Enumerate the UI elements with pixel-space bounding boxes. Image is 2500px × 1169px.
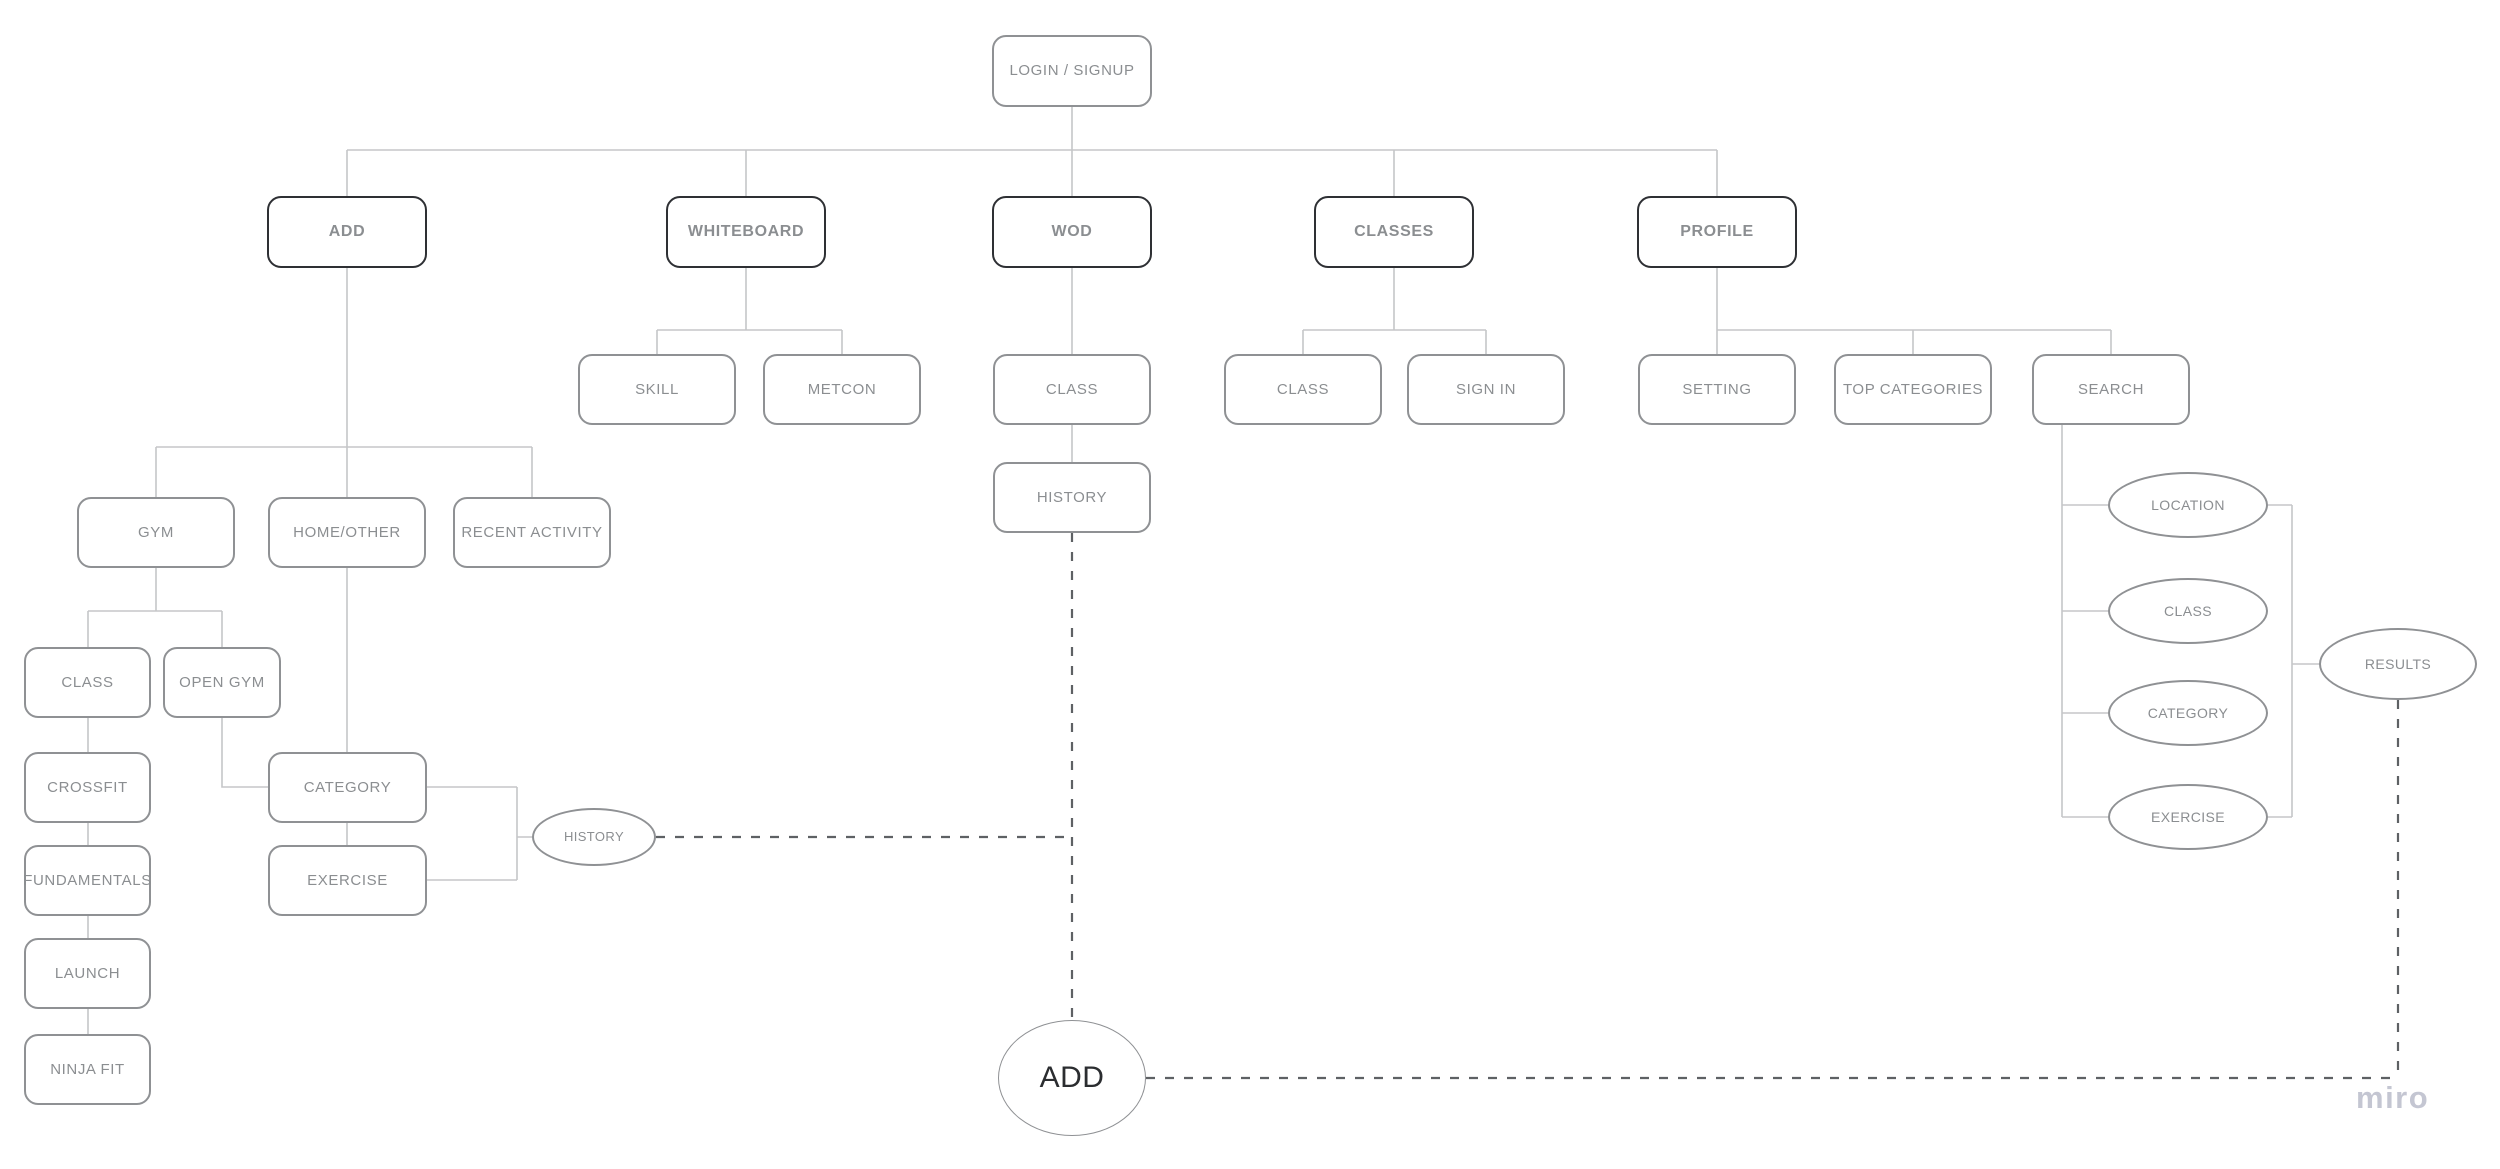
node-setting-label: SETTING (1682, 380, 1752, 398)
node-wod-history-label: HISTORY (1036, 488, 1108, 506)
node-skill[interactable]: SKILL (578, 354, 736, 425)
node-home-other[interactable]: HOME/OTHER (268, 497, 426, 568)
node-search-location[interactable]: LOCATION (2108, 472, 2268, 538)
node-top-categories[interactable]: TOP CATEGORIES (1834, 354, 1992, 425)
node-history-ellipse[interactable]: HISTORY (532, 808, 656, 866)
node-home-other-label: HOME/OTHER (293, 523, 401, 541)
node-classes-class[interactable]: CLASS (1224, 354, 1382, 425)
node-results[interactable]: RESULTS (2319, 628, 2477, 700)
node-classes[interactable]: CLASSES (1314, 196, 1474, 268)
node-gym-label: GYM (138, 523, 174, 541)
node-wod[interactable]: WOD (992, 196, 1152, 268)
node-search[interactable]: SEARCH (2032, 354, 2190, 425)
node-sign-in[interactable]: SIGN IN (1407, 354, 1565, 425)
node-wod-history[interactable]: HISTORY (993, 462, 1151, 533)
node-wod-class[interactable]: CLASS (993, 354, 1151, 425)
node-ninja-fit[interactable]: NINJA FIT (24, 1034, 151, 1105)
node-add-ellipse-label: ADD (1039, 1060, 1105, 1094)
node-launch-label: LAUNCH (54, 964, 121, 982)
node-exercise[interactable]: EXERCISE (268, 845, 427, 916)
node-top-categories-label: TOP CATEGORIES (1842, 380, 1984, 398)
node-search-category-label: CATEGORY (2147, 704, 2229, 721)
node-open-gym-label: OPEN GYM (179, 673, 265, 691)
node-gym-class[interactable]: CLASS (24, 647, 151, 718)
node-classes-label: CLASSES (1354, 222, 1434, 240)
node-whiteboard-label: WHITEBOARD (687, 222, 805, 240)
node-open-gym[interactable]: OPEN GYM (163, 647, 281, 718)
node-whiteboard[interactable]: WHITEBOARD (666, 196, 826, 268)
node-profile-label: PROFILE (1680, 222, 1754, 240)
node-wod-label: WOD (1051, 222, 1093, 240)
node-search-location-label: LOCATION (2151, 496, 2225, 513)
node-gym-class-label: CLASS (61, 673, 114, 691)
node-category[interactable]: CATEGORY (268, 752, 427, 823)
node-search-exercise-label: EXERCISE (2151, 808, 2225, 825)
node-login-signup-label: LOGIN / SIGNUP (1009, 62, 1135, 80)
node-category-label: CATEGORY (303, 778, 392, 796)
node-recent-activity-label: RECENT ACTIVITY (461, 523, 603, 541)
node-search-class-label: CLASS (2164, 602, 2212, 619)
node-history-ellipse-label: HISTORY (563, 828, 625, 844)
node-fundamentals[interactable]: FUNDAMENTALS (23, 845, 152, 916)
node-metcon[interactable]: METCON (763, 354, 921, 425)
node-sign-in-label: SIGN IN (1455, 380, 1517, 398)
node-add-section[interactable]: ADD (267, 196, 427, 268)
node-gym[interactable]: GYM (77, 497, 235, 568)
node-wod-class-label: CLASS (1045, 380, 1099, 398)
node-search-label: SEARCH (2077, 380, 2145, 398)
node-login-signup[interactable]: LOGIN / SIGNUP (992, 35, 1152, 107)
node-crossfit[interactable]: CROSSFIT (24, 752, 151, 823)
node-recent-activity[interactable]: RECENT ACTIVITY (453, 497, 611, 568)
node-add-section-label: ADD (328, 222, 366, 240)
node-search-category[interactable]: CATEGORY (2108, 680, 2268, 746)
node-crossfit-label: CROSSFIT (47, 778, 128, 796)
node-setting[interactable]: SETTING (1638, 354, 1796, 425)
node-metcon-label: METCON (807, 380, 877, 398)
node-ninja-fit-label: NINJA FIT (50, 1060, 125, 1078)
node-add-ellipse[interactable]: ADD (998, 1020, 1146, 1136)
node-exercise-label: EXERCISE (307, 871, 388, 889)
node-results-label: RESULTS (2364, 655, 2432, 672)
node-fundamentals-label: FUNDAMENTALS (23, 871, 152, 889)
miro-logo-watermark[interactable]: miro (2356, 1080, 2430, 1115)
node-launch[interactable]: LAUNCH (24, 938, 151, 1009)
node-classes-class-label: CLASS (1276, 380, 1330, 398)
node-profile[interactable]: PROFILE (1637, 196, 1797, 268)
node-skill-label: SKILL (635, 380, 679, 398)
node-search-exercise[interactable]: EXERCISE (2108, 784, 2268, 850)
node-search-class[interactable]: CLASS (2108, 578, 2268, 644)
